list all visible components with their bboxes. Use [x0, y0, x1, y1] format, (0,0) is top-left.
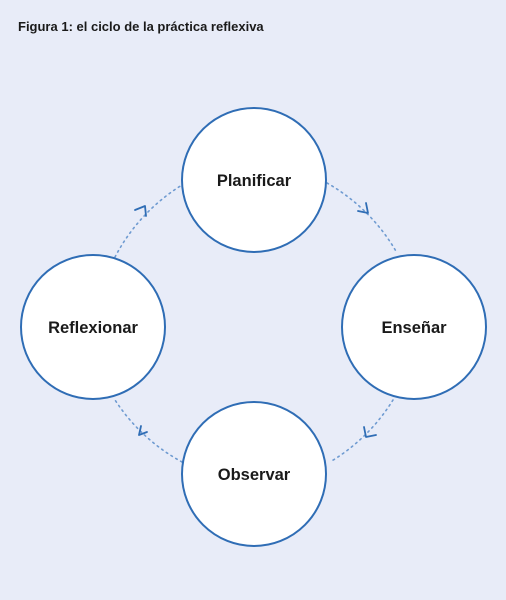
- connector-planificar-ensenar: [326, 182, 398, 254]
- node-label-reflexionar: Reflexionar: [48, 319, 138, 337]
- node-label-observar: Observar: [218, 466, 291, 484]
- connector-observar-reflexionar: [114, 399, 183, 463]
- arrow-planificar-to-ensenar-icon: [357, 202, 369, 214]
- arrow-observar-to-reflexionar-icon: [138, 425, 148, 436]
- node-planificar: Planificar: [181, 107, 327, 253]
- node-reflexionar: Reflexionar: [20, 254, 166, 400]
- node-observar: Observar: [181, 401, 327, 547]
- node-label-planificar: Planificar: [217, 172, 292, 190]
- figure-title: Figura 1: el ciclo de la práctica reflex…: [18, 19, 264, 34]
- connector-ensenar-observar: [329, 399, 394, 463]
- arrow-ensenar-to-observar-icon: [363, 426, 377, 438]
- node-ensenar: Enseñar: [341, 254, 487, 400]
- connector-reflexionar-planificar: [114, 184, 183, 258]
- node-label-ensenar: Enseñar: [381, 319, 447, 337]
- arrow-reflexionar-to-planificar-icon: [134, 205, 147, 217]
